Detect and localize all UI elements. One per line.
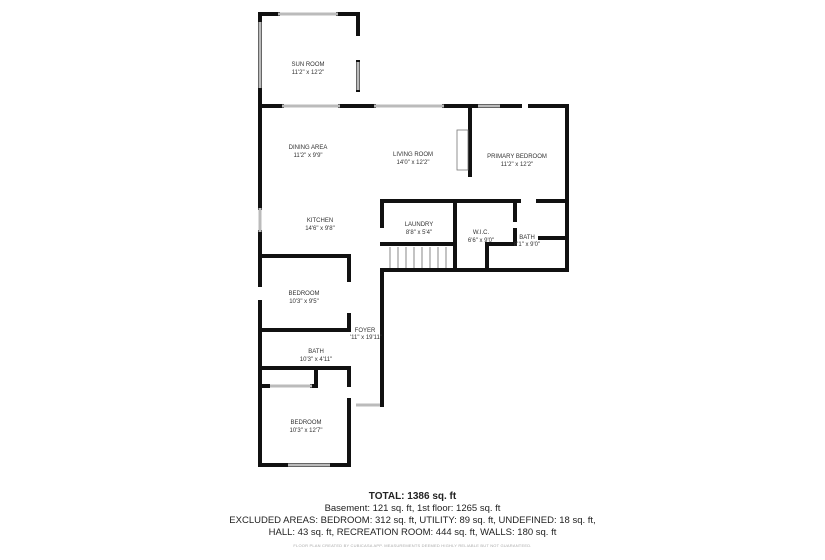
room-dims: 10'3" x 12'7" <box>290 428 323 434</box>
room-dims: 10'3" x 4'11" <box>300 357 332 363</box>
room-dims: 11'2" x 9'9" <box>293 153 322 159</box>
fireplace-icon <box>456 129 469 171</box>
room-dims: 6'6" x 9'0" <box>468 238 494 244</box>
room-dims: '11" x 19'11" <box>350 335 382 341</box>
room-name: KITCHEN <box>307 218 333 224</box>
room-name: BEDROOM <box>288 291 319 297</box>
room-name: LAUNDRY <box>405 222 434 228</box>
floor-plan: SUN ROOM 11'2" x 12'2" DINING AREA 11'2"… <box>258 12 569 467</box>
room-labels: SUN ROOM 11'2" x 12'2" DINING AREA 11'2"… <box>288 62 546 434</box>
room-name: W.I.C. <box>473 230 490 236</box>
room-name: FOYER <box>355 328 376 334</box>
walls <box>258 12 569 467</box>
room-dims: 8'1" x 9'0" <box>514 242 540 248</box>
room-name: BATH <box>519 235 535 241</box>
room-dims: 11'2" x 12'2" <box>292 70 324 76</box>
staircase <box>389 247 447 268</box>
room-name: PRIMARY BEDROOM <box>487 154 547 160</box>
disclaimer: FLOOR PLAN CREATED BY CUBICASA APP. MEAS… <box>293 543 532 548</box>
room-dims: 14'0" x 12'2" <box>397 160 430 166</box>
room-name: BATH <box>308 349 324 355</box>
room-name: SUN ROOM <box>292 62 325 68</box>
floor-areas: Basement: 121 sq. ft, 1st floor: 1265 sq… <box>324 503 501 514</box>
room-dims: 8'8" x 5'4" <box>406 230 432 236</box>
room-dims: 14'6" x 9'8" <box>305 226 335 232</box>
room-name: LIVING ROOM <box>393 152 433 158</box>
excluded-areas: EXCLUDED AREAS: BEDROOM: 312 sq. ft, UTI… <box>229 515 596 526</box>
excluded-areas-cont: HALL: 43 sq. ft, RECREATION ROOM: 444 sq… <box>268 527 557 538</box>
room-name: DINING AREA <box>289 145 328 151</box>
room-dims: 10'3" x 9'5" <box>289 299 319 305</box>
room-name: BEDROOM <box>290 420 321 426</box>
total-area: TOTAL: 1386 sq. ft <box>368 491 457 502</box>
room-dims: 11'2" x 12'2" <box>501 162 533 168</box>
